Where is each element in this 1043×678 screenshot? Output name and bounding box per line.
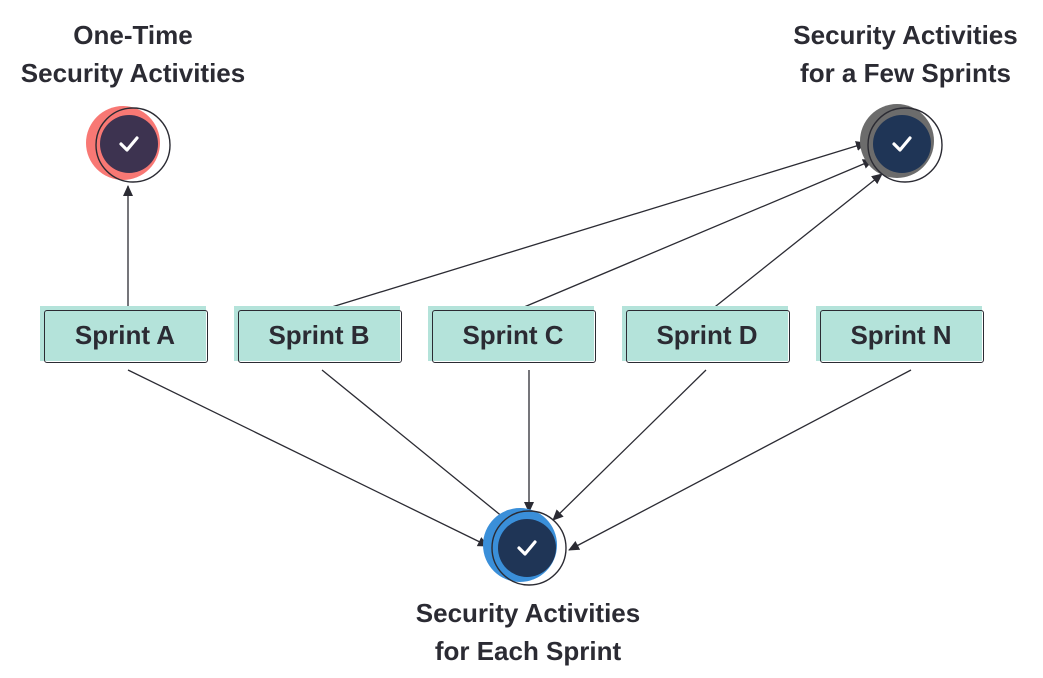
one-time-node [86, 106, 171, 183]
edge-sprint-b-to-each-sprint [321, 369, 510, 523]
each-sprint-label-line-1: Security Activities [415, 598, 641, 628]
few-sprints-label-line-2: for a Few Sprints [800, 58, 1011, 88]
few-sprints-security-activities-label: Security Activities for a Few Sprints [768, 16, 1043, 92]
edge-sprint-a-to-each-sprint [127, 369, 489, 547]
sprint-a-box[interactable]: Sprint A [40, 306, 210, 365]
sprint-n-box[interactable]: Sprint N [816, 306, 986, 365]
each-sprint-security-activities-label: Security Activities for Each Sprint [383, 594, 673, 670]
edge-sprint-c-to-few-sprints [516, 159, 874, 311]
sprint-c-label: Sprint C [462, 320, 564, 350]
one-time-security-activities-label: One-Time Security Activities [0, 16, 266, 92]
sprint-b-label: Sprint B [268, 320, 370, 350]
each-sprint-node [483, 508, 567, 586]
edge-sprint-d-to-few-sprints [710, 173, 883, 311]
sprint-d-box[interactable]: Sprint D [622, 306, 792, 365]
sprint-n-label: Sprint N [850, 320, 952, 350]
few-sprints-label-line-1: Security Activities [793, 20, 1018, 50]
sprint-c-box[interactable]: Sprint C [428, 306, 598, 365]
sprint-a-label: Sprint A [74, 320, 176, 350]
edge-sprint-d-to-each-sprint [552, 369, 707, 521]
one-time-label-line-1: One-Time [73, 20, 193, 50]
checkmark-icon [517, 540, 537, 556]
few-sprints-node [860, 104, 943, 183]
each-sprint-label-line-2: for Each Sprint [434, 636, 622, 666]
checkmark-icon [119, 136, 139, 152]
sprint-d-label: Sprint D [656, 320, 758, 350]
edge-sprint-n-to-each-sprint [568, 369, 912, 551]
sprint-b-box[interactable]: Sprint B [234, 306, 404, 365]
one-time-label-line-2: Security Activities [20, 58, 246, 88]
checkmark-icon [892, 136, 912, 152]
edge-sprint-b-to-few-sprints [321, 141, 867, 311]
